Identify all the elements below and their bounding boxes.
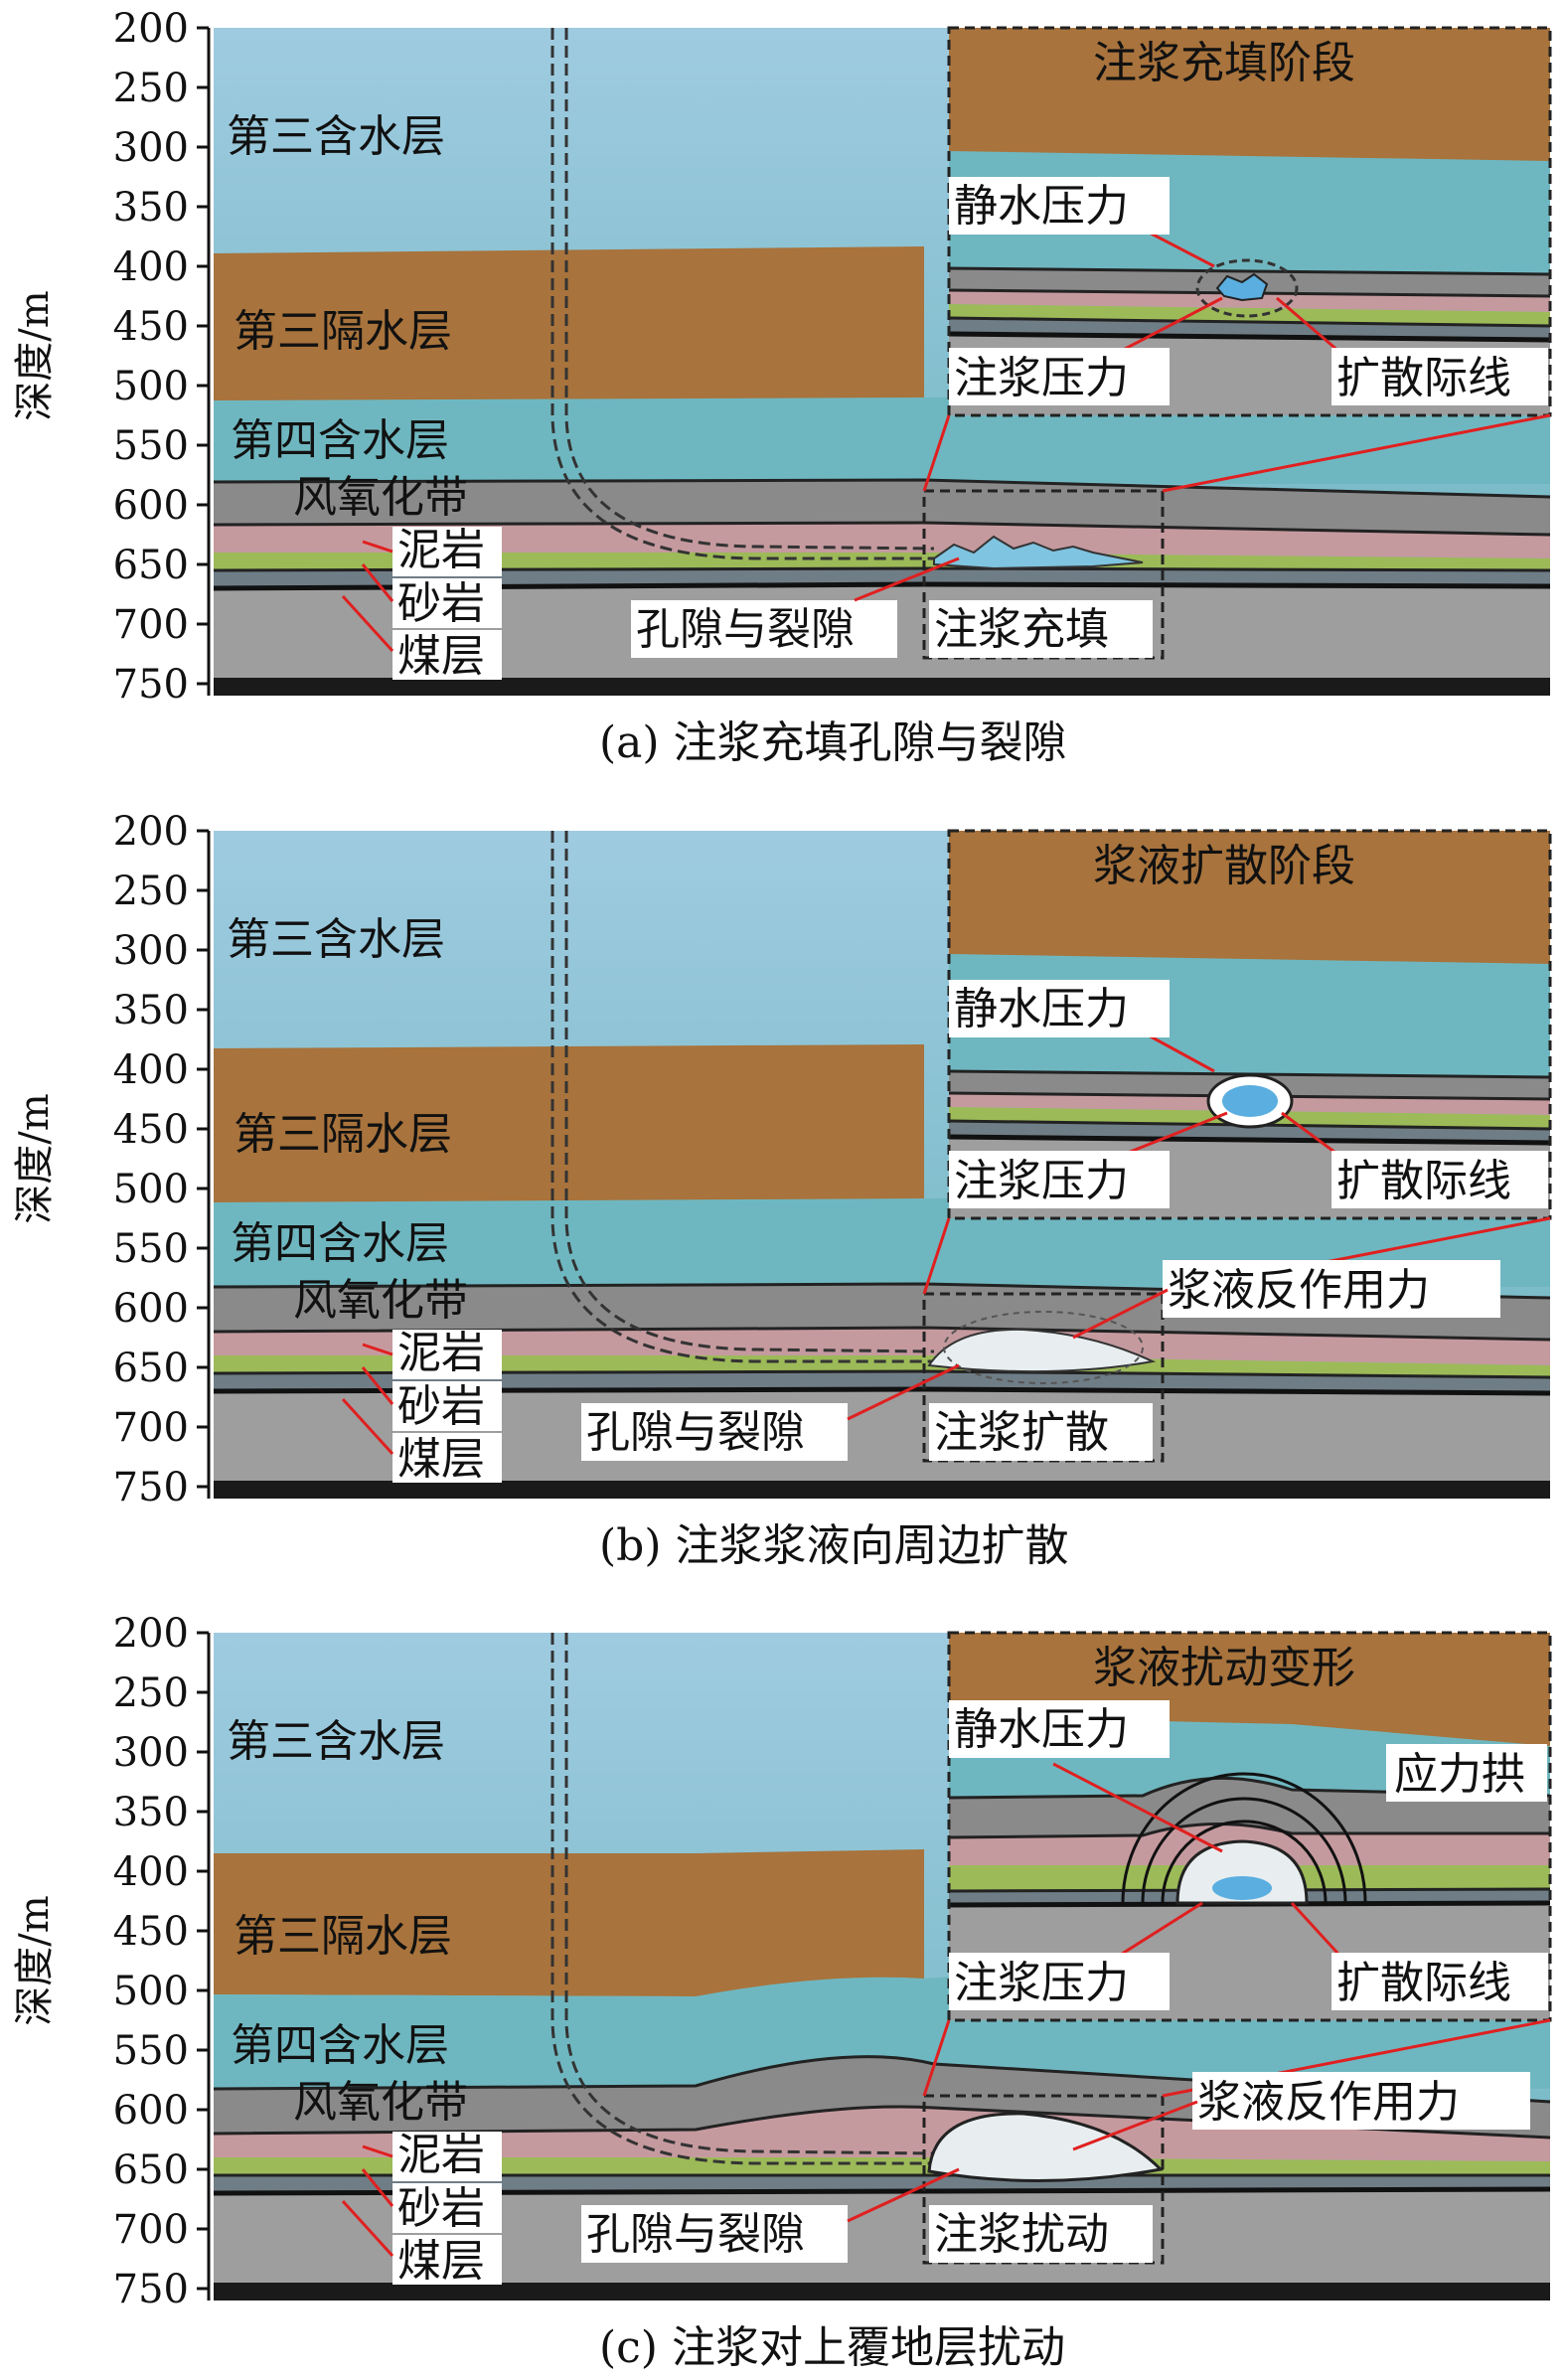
y-tick-label: 450 xyxy=(113,304,189,350)
y-tick-label: 400 xyxy=(113,1047,189,1093)
panel-c: 浆液扰动变形 静水压力 应力拱 注浆压力 扩散际线 第三含水层 第三隔水层 第四… xyxy=(12,1611,1552,2373)
y-tick-label: 450 xyxy=(113,1909,189,1955)
y-tick-label: 550 xyxy=(113,423,189,469)
panel-b-y-axis: 200 250 300 350 400 450 500 550 600 650 700 750 深度/m xyxy=(12,809,211,1510)
y-tick-label: 500 xyxy=(113,1969,189,2014)
y-tick-label: 650 xyxy=(113,2147,189,2193)
coal-label: 煤层 xyxy=(397,631,485,682)
y-tick-label: 350 xyxy=(113,185,189,231)
y-tick-label: 250 xyxy=(113,869,189,914)
reaction-label: 浆液反作用力 xyxy=(1168,1265,1430,1316)
aquitard3-label: 第三隔水层 xyxy=(234,306,452,357)
zone-label: 注浆充填 xyxy=(934,604,1109,655)
zone-label: 注浆扩散 xyxy=(934,1407,1109,1458)
weathered-label: 风氧化带 xyxy=(293,2077,468,2128)
y-tick-label: 200 xyxy=(113,1611,189,1657)
weathered-label: 风氧化带 xyxy=(293,472,468,523)
panel-a-caption: (a) 注浆充填孔隙与裂隙 xyxy=(599,717,1067,768)
weathered-label: 风氧化带 xyxy=(293,1275,468,1326)
zone-label: 注浆扰动 xyxy=(934,2209,1109,2260)
y-tick-label: 750 xyxy=(113,2267,189,2312)
sandstone-label: 砂岩 xyxy=(397,578,485,629)
panel-b: 浆液扩散阶段 静水压力 注浆压力 扩散际线 第三含水层 第三隔水层 第四含水层 … xyxy=(12,809,1552,1571)
sandstone-label: 砂岩 xyxy=(397,1381,485,1432)
y-tick-label: 550 xyxy=(113,2028,189,2074)
y-axis-label: 深度/m xyxy=(12,290,58,420)
aquitard3-label: 第三隔水层 xyxy=(234,1109,452,1160)
stage-title: 浆液扰动变形 xyxy=(1093,1643,1355,1693)
y-tick-label: 700 xyxy=(113,2207,189,2253)
pores-label: 孔隙与裂隙 xyxy=(586,1407,805,1458)
hydrostatic-label: 静水压力 xyxy=(954,984,1129,1034)
coal-label: 煤层 xyxy=(397,2236,485,2287)
y-tick-label: 650 xyxy=(113,543,189,588)
y-tick-label: 250 xyxy=(113,1670,189,1716)
aquifer4-label: 第四含水层 xyxy=(231,1218,449,1269)
diffusion-front-label: 扩散际线 xyxy=(1336,1156,1511,1206)
y-tick-label: 550 xyxy=(113,1226,189,1272)
aquifer3-label: 第三含水层 xyxy=(227,1716,445,1767)
y-tick-label: 300 xyxy=(113,1730,189,1776)
mudstone-label: 泥岩 xyxy=(397,2130,485,2180)
panel-c-labels: 浆液扰动变形 静水压力 应力拱 注浆压力 扩散际线 第三含水层 第三隔水层 第四… xyxy=(227,1643,1548,2287)
panel-b-labels: 浆液扩散阶段 静水压力 注浆压力 扩散际线 第三含水层 第三隔水层 第四含水层 … xyxy=(227,841,1548,1485)
y-tick-label: 350 xyxy=(113,1790,189,1835)
coal-label: 煤层 xyxy=(397,1434,485,1485)
aquifer3-label: 第三含水层 xyxy=(227,111,445,162)
grout-pressure-label: 注浆压力 xyxy=(954,353,1129,403)
mudstone-label: 泥岩 xyxy=(397,1328,485,1378)
pores-label: 孔隙与裂隙 xyxy=(586,2209,805,2260)
hydrostatic-label: 静水压力 xyxy=(954,181,1129,232)
y-axis-label: 深度/m xyxy=(12,1093,58,1223)
stress-arch-label: 应力拱 xyxy=(1394,1749,1525,1800)
aquitard3-label: 第三隔水层 xyxy=(234,1911,452,1962)
aquifer4-label: 第四含水层 xyxy=(231,2020,449,2071)
y-tick-label: 750 xyxy=(113,1465,189,1510)
y-tick-label: 300 xyxy=(113,125,189,171)
panel-c-y-axis: 200 250 300 350 400 450 500 550 600 650 700 750 深度/m xyxy=(12,1611,211,2312)
diffusion-front-label: 扩散际线 xyxy=(1336,353,1511,403)
reaction-label: 浆液反作用力 xyxy=(1197,2077,1460,2128)
y-tick-label: 450 xyxy=(113,1107,189,1153)
panel-a-y-axis: 200 250 300 350 400 450 500 550 600 650 700 750 深度/m xyxy=(12,6,211,708)
y-tick-label: 700 xyxy=(113,1405,189,1451)
y-tick-label: 250 xyxy=(113,66,189,111)
y-tick-label: 650 xyxy=(113,1346,189,1391)
y-tick-label: 200 xyxy=(113,6,189,52)
y-tick-label: 600 xyxy=(113,2088,189,2134)
y-tick-label: 300 xyxy=(113,928,189,974)
panel-b-caption: (b) 注浆浆液向周边扩散 xyxy=(599,1520,1068,1571)
y-tick-label: 750 xyxy=(113,662,189,708)
sandstone-label: 砂岩 xyxy=(397,2183,485,2234)
y-tick-label: 600 xyxy=(113,1286,189,1332)
y-tick-label: 350 xyxy=(113,988,189,1033)
aquifer3-label: 第三含水层 xyxy=(227,914,445,965)
hydrostatic-label: 静水压力 xyxy=(954,1704,1129,1755)
aquifer4-label: 第四含水层 xyxy=(231,415,449,466)
y-tick-label: 400 xyxy=(113,244,189,290)
panel-c-caption: (c) 注浆对上覆地层扰动 xyxy=(599,2322,1065,2373)
diffusion-front-label: 扩散际线 xyxy=(1336,1958,1511,2008)
pores-label: 孔隙与裂隙 xyxy=(636,604,855,655)
y-axis-label: 深度/m xyxy=(12,1895,58,2025)
stage-title: 浆液扩散阶段 xyxy=(1093,841,1355,891)
mudstone-label: 泥岩 xyxy=(397,525,485,575)
panel-a-labels: 注浆充填阶段 静水压力 注浆压力 扩散际线 第三含水层 第三隔水层 第四含水层 … xyxy=(227,38,1548,682)
y-tick-label: 200 xyxy=(113,809,189,855)
y-tick-label: 400 xyxy=(113,1849,189,1895)
grout-pressure-label: 注浆压力 xyxy=(954,1156,1129,1206)
stage-title: 注浆充填阶段 xyxy=(1093,38,1355,88)
y-tick-label: 500 xyxy=(113,1167,189,1212)
y-tick-label: 700 xyxy=(113,602,189,648)
grout-pressure-label: 注浆压力 xyxy=(954,1958,1129,2008)
y-tick-label: 500 xyxy=(113,364,189,409)
panel-a: 注浆充填阶段 静水压力 注浆压力 扩散际线 第三含水层 第三隔水层 第四含水层 … xyxy=(12,6,1552,768)
y-tick-label: 600 xyxy=(113,483,189,529)
